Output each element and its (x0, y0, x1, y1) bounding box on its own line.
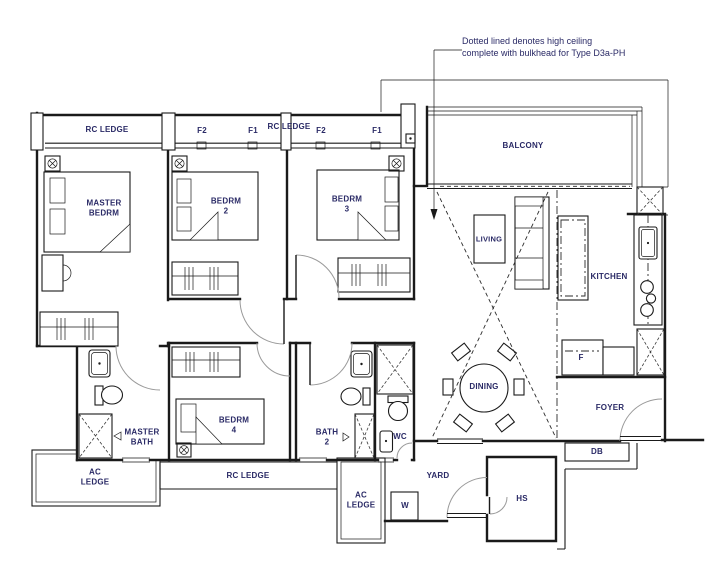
dining-table-icon (459, 363, 509, 413)
label-ac-ledge-left: AC LEDGE (80, 467, 110, 486)
toilet-icon (362, 387, 371, 406)
chair-icon (496, 342, 518, 362)
walls (35, 103, 705, 543)
wardrobe-icon (39, 311, 119, 347)
label-rc-ledge-bottom: RC LEDGE (226, 471, 270, 481)
windows-and-thin-lines (30, 79, 669, 550)
high-ceiling-x-lines (431, 191, 557, 439)
label-rc-ledge-top-left: RC LEDGE (85, 125, 129, 135)
label-bedrm-2: BEDRM 2 (210, 196, 242, 215)
bedroom2-furniture (171, 171, 259, 296)
label-foyer: FOYER (595, 403, 625, 413)
sofa-icon (514, 196, 550, 290)
chair-icon (513, 378, 525, 396)
master-bedroom-furniture (39, 171, 131, 347)
label-hs: HS (516, 494, 528, 504)
master-bath-fixtures (78, 349, 124, 459)
label-fridge: F (578, 353, 584, 363)
label-bedrm-3: BEDRM 3 (331, 194, 363, 213)
counter-icon (557, 215, 589, 301)
label-wc: WC (393, 432, 407, 442)
label-kitchen: KITCHEN (590, 272, 628, 282)
tv-console-icon (473, 214, 506, 264)
circle-x-icon (176, 442, 192, 458)
label-f2-left: F2 (197, 126, 207, 136)
circle-x-icon (388, 155, 405, 172)
label-yard: YARD (426, 471, 450, 481)
label-db: DB (591, 447, 603, 457)
label-dining: DINING (469, 382, 499, 392)
high-ceiling-annotation: Dotted lined denotes high ceiling comple… (462, 36, 626, 58)
db-box (564, 442, 630, 462)
hob-icon (640, 280, 654, 294)
label-washer: W (401, 501, 409, 511)
dining-set (442, 342, 525, 433)
door-marker-icon (342, 432, 350, 442)
label-master-bath: MASTER BATH (124, 427, 160, 446)
square-dot-icon (405, 133, 416, 144)
chair-icon (442, 378, 454, 396)
fridge-icon (561, 339, 604, 376)
door-arcs (115, 254, 663, 519)
label-rc-ledge-top-mid: RC LEDGE (267, 122, 311, 132)
label-f1-left: F1 (248, 126, 258, 136)
living-furniture (473, 196, 550, 290)
chair-icon (450, 342, 472, 362)
dresser-icon (41, 254, 64, 292)
label-bedrm-4: BEDRM 4 (218, 415, 250, 434)
bath2-fixtures (340, 350, 375, 459)
label-bath-2: BATH 2 (315, 427, 339, 446)
bedroom3-furniture (316, 169, 411, 293)
wc-fixtures (376, 344, 414, 453)
kitchen-fixtures (557, 214, 665, 376)
wardrobe-icon (171, 261, 239, 296)
bedroom4-furniture (171, 346, 265, 445)
label-living: LIVING (475, 234, 503, 244)
high-ceiling-dashed-lines (440, 185, 630, 440)
door-marker-icon (113, 431, 122, 441)
circle-x-icon (171, 155, 188, 172)
aircon-point-symbols (44, 133, 416, 458)
annotation-leader-arrow (430, 49, 462, 220)
chair-icon (494, 413, 516, 433)
household-shelter-walls (485, 455, 558, 543)
label-f1-right: F1 (372, 126, 382, 136)
circle-x-icon (44, 155, 61, 172)
label-balcony: BALCONY (502, 141, 544, 151)
wardrobe-icon (337, 257, 411, 293)
label-f2-right: F2 (316, 126, 326, 136)
label-ac-ledge-mid: AC LEDGE (346, 490, 376, 509)
label-master-bedrm: MASTER BEDRM (86, 198, 122, 217)
wardrobe-icon (171, 346, 241, 378)
chair-icon (452, 413, 474, 433)
